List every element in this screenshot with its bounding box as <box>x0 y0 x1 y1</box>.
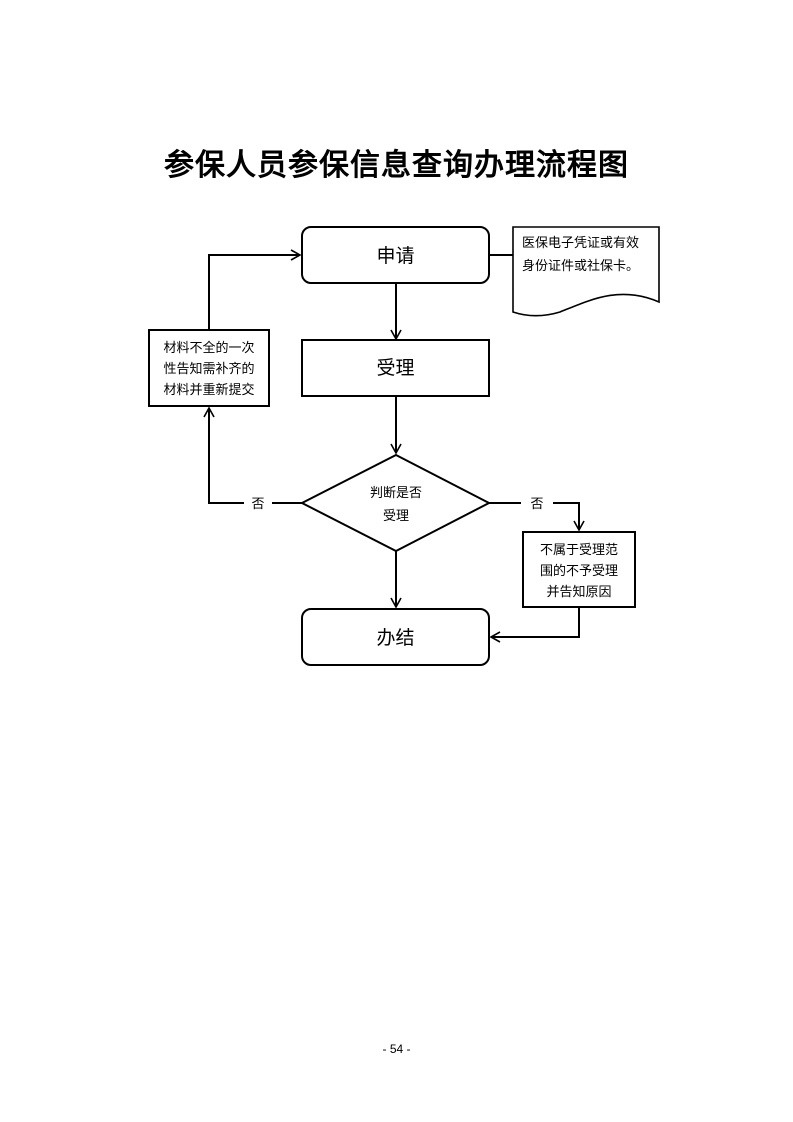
incomplete-line-3: 材料并重新提交 <box>163 382 254 398</box>
decision-line-2: 受理 <box>383 509 409 524</box>
node-accept: 受理 <box>301 339 490 397</box>
node-document-note: 医保电子凭证或有效 身份证件或社保卡。 <box>512 226 660 317</box>
node-finish: 办结 <box>301 608 490 666</box>
reject-line-3: 并告知原因 <box>546 584 611 600</box>
arrow-decision-to-reject <box>553 502 585 532</box>
arrow-decision-to-incomplete <box>203 406 244 504</box>
reject-line-2: 围的不予受理 <box>540 563 618 579</box>
page-title: 参保人员参保信息查询办理流程图 <box>164 148 629 183</box>
incomplete-line-2: 性告知需补齐的 <box>163 361 254 377</box>
incomplete-line-1: 材料不全的一次 <box>163 340 254 356</box>
arrow-reject-to-finish <box>489 607 580 643</box>
node-reject: 不属于受理范 围的不予受理 并告知原因 <box>522 531 636 608</box>
node-incomplete: 材料不全的一次 性告知需补齐的 材料并重新提交 <box>148 329 270 407</box>
arrow-incomplete-to-apply <box>208 249 302 330</box>
document-note-line-2: 身份证件或社保卡。 <box>522 258 639 274</box>
node-decision: 判断是否 受理 <box>299 453 492 553</box>
node-finish-label: 办结 <box>376 627 414 649</box>
node-accept-label: 受理 <box>376 357 414 379</box>
page-number: - 54 - <box>382 1042 411 1056</box>
edge-label-right-no: 否 <box>530 497 543 512</box>
reject-line-1: 不属于受理范 <box>540 543 618 558</box>
decision-line-1: 判断是否 <box>370 486 422 501</box>
node-apply-label: 申请 <box>376 245 414 267</box>
document-note-line-1: 医保电子凭证或有效 <box>522 236 639 251</box>
node-apply: 申请 <box>301 226 490 284</box>
edge-label-left-no: 否 <box>251 497 264 512</box>
